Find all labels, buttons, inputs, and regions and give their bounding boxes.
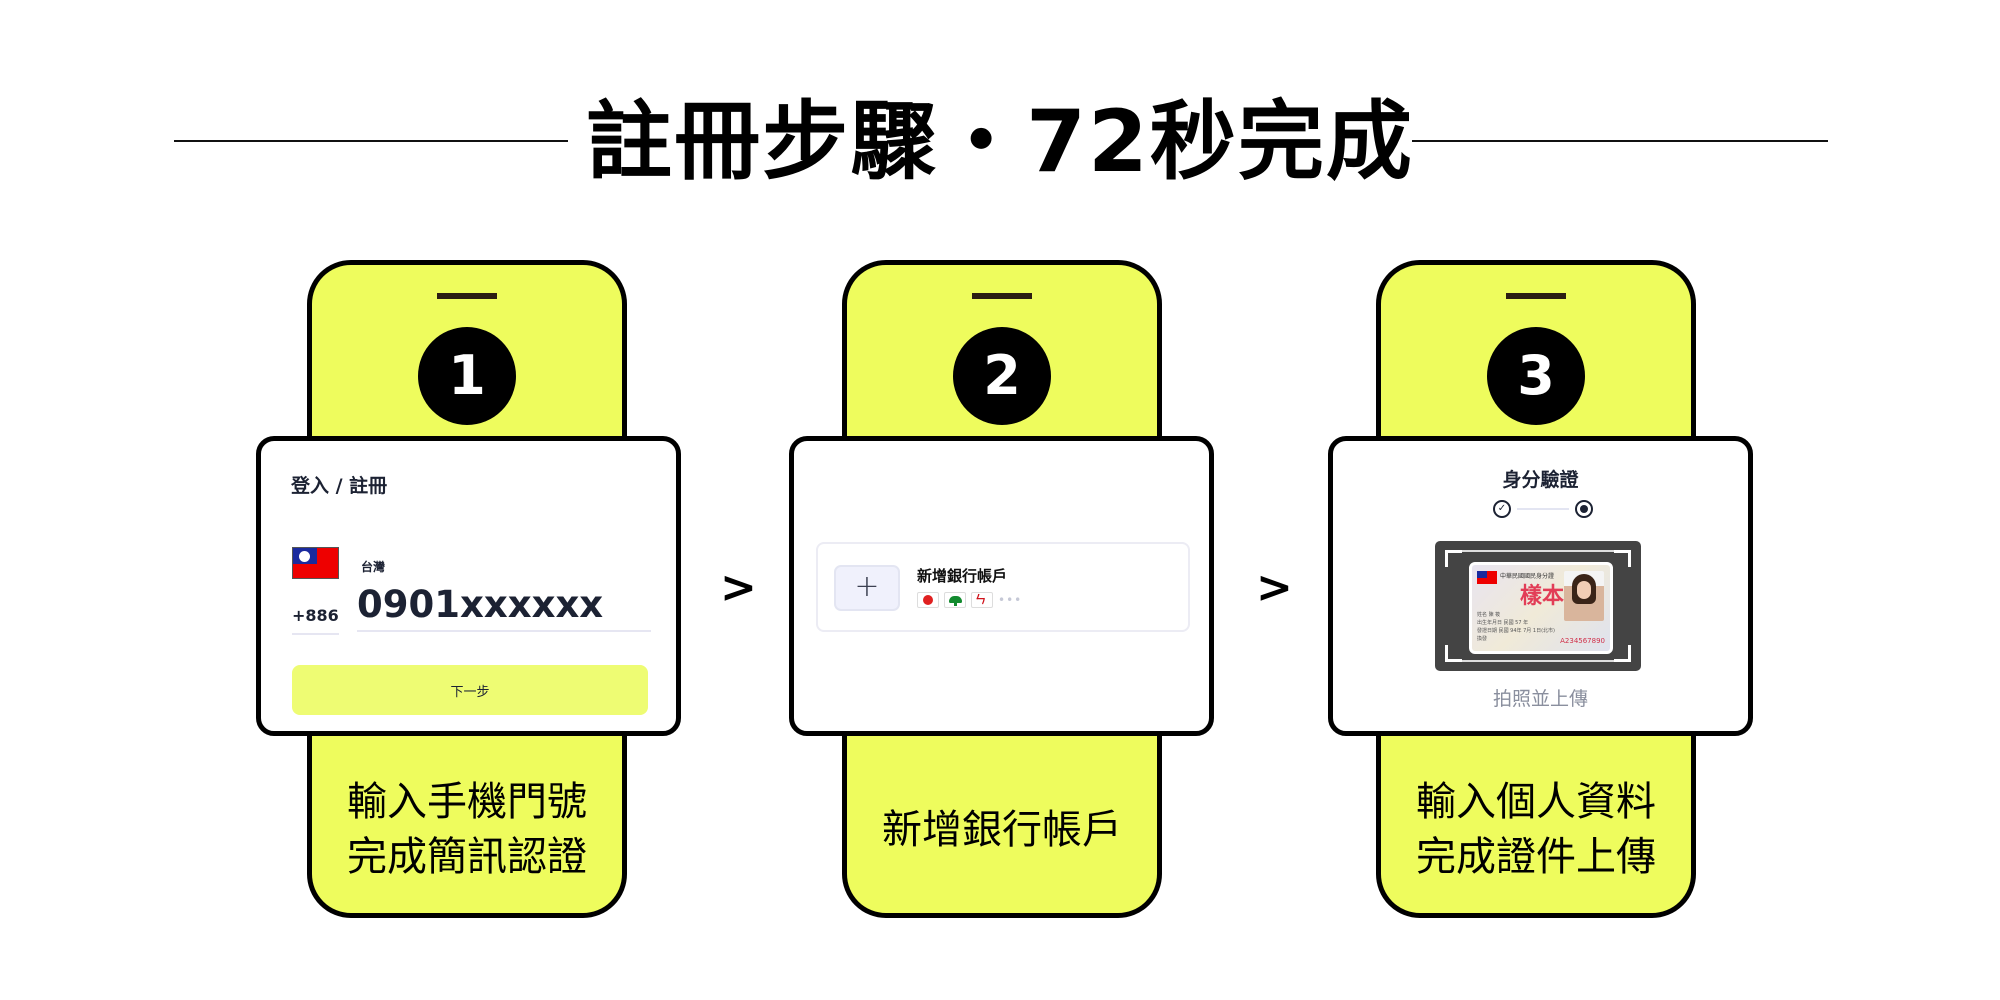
id-card-fields: 姓名 陳 筱 出生年月日 民國 57 年 發證日期 民國 94年 7月 1日(北… bbox=[1477, 612, 1555, 642]
step-2-screen-card: + 新增銀行帳戶 ㄣ ••• bbox=[789, 436, 1214, 736]
next-step-button[interactable]: 下一步 bbox=[292, 665, 648, 715]
id-card-number: A234567890 bbox=[1560, 637, 1605, 645]
phone-notch bbox=[1506, 293, 1566, 299]
id-card-header: 中華民國國民身分證 bbox=[1500, 573, 1555, 580]
bank-logo-red-symbol-icon: ㄣ bbox=[971, 592, 993, 608]
caption-line: 完成簡訊認證 bbox=[347, 834, 587, 880]
stepper-connector bbox=[1517, 508, 1569, 510]
taiwan-flag-icon bbox=[1477, 571, 1497, 584]
identity-verification-title: 身分驗證 bbox=[1502, 469, 1579, 491]
arrow-right-icon: > bbox=[720, 562, 757, 613]
login-register-title: 登入 / 註冊 bbox=[291, 475, 388, 497]
more-banks-ellipsis: ••• bbox=[998, 593, 1023, 607]
add-bank-account-title: 新增銀行帳戶 bbox=[917, 567, 1008, 585]
scan-corner-icon bbox=[1614, 550, 1631, 567]
taiwan-flag-icon[interactable] bbox=[292, 547, 339, 579]
step-number-badge: 2 bbox=[953, 327, 1051, 425]
caption-line: 輸入個人資料 bbox=[1416, 779, 1656, 825]
radio-current-icon bbox=[1575, 500, 1593, 518]
step-3-screen-card: 身分驗證 ✓ 中華民國國民身分證 樣本 姓名 陳 筱 出生年月日 民國 57 年… bbox=[1328, 436, 1753, 736]
dial-code-underline bbox=[292, 633, 339, 635]
id-card-portrait bbox=[1564, 571, 1604, 621]
phone-notch bbox=[972, 293, 1032, 299]
take-photo-upload-label[interactable]: 拍照並上傳 bbox=[1492, 688, 1588, 710]
step-caption: 新增銀行帳戶 bbox=[882, 807, 1122, 853]
bank-logo-green-tree-icon bbox=[944, 592, 966, 608]
step-number-badge: 1 bbox=[418, 327, 516, 425]
phone-notch bbox=[437, 293, 497, 299]
id-card-sample-stamp: 樣本 bbox=[1520, 584, 1565, 609]
caption-line: 完成證件上傳 bbox=[1416, 834, 1656, 880]
phone-number-input[interactable] bbox=[357, 583, 651, 632]
caption-line: 輸入手機門號 bbox=[347, 779, 587, 825]
bank-logo-red-circle-icon bbox=[917, 592, 939, 608]
id-card-sample-image: 中華民國國民身分證 樣本 姓名 陳 筱 出生年月日 民國 57 年 發證日期 民… bbox=[1469, 562, 1613, 654]
scan-corner-icon bbox=[1614, 645, 1631, 662]
step-1-screen-card: 登入 / 註冊 台灣 +886 下一步 bbox=[256, 436, 681, 736]
country-name[interactable]: 台灣 bbox=[361, 560, 386, 574]
add-bank-account-item[interactable]: + 新增銀行帳戶 ㄣ ••• bbox=[816, 542, 1190, 632]
plus-icon[interactable]: + bbox=[834, 565, 900, 611]
bank-logo-list: ㄣ ••• bbox=[917, 592, 1022, 608]
arrow-right-icon: > bbox=[1256, 562, 1293, 613]
check-circle-icon: ✓ bbox=[1493, 500, 1511, 518]
scan-corner-icon bbox=[1445, 550, 1462, 567]
page-title: 註冊步驟・72秒完成 bbox=[586, 92, 1414, 192]
progress-stepper: ✓ bbox=[1493, 500, 1593, 518]
dial-code[interactable]: +886 bbox=[292, 606, 339, 625]
step-number-badge: 3 bbox=[1487, 327, 1585, 425]
title-line-left bbox=[174, 140, 568, 142]
title-line-right bbox=[1412, 140, 1828, 142]
step-caption: 輸入手機門號 完成簡訊認證 bbox=[312, 775, 622, 885]
scan-corner-icon bbox=[1445, 645, 1462, 662]
id-card-scanner[interactable]: 中華民國國民身分證 樣本 姓名 陳 筱 出生年月日 民國 57 年 發證日期 民… bbox=[1435, 541, 1641, 671]
step-caption: 輸入個人資料 完成證件上傳 bbox=[1381, 775, 1691, 885]
